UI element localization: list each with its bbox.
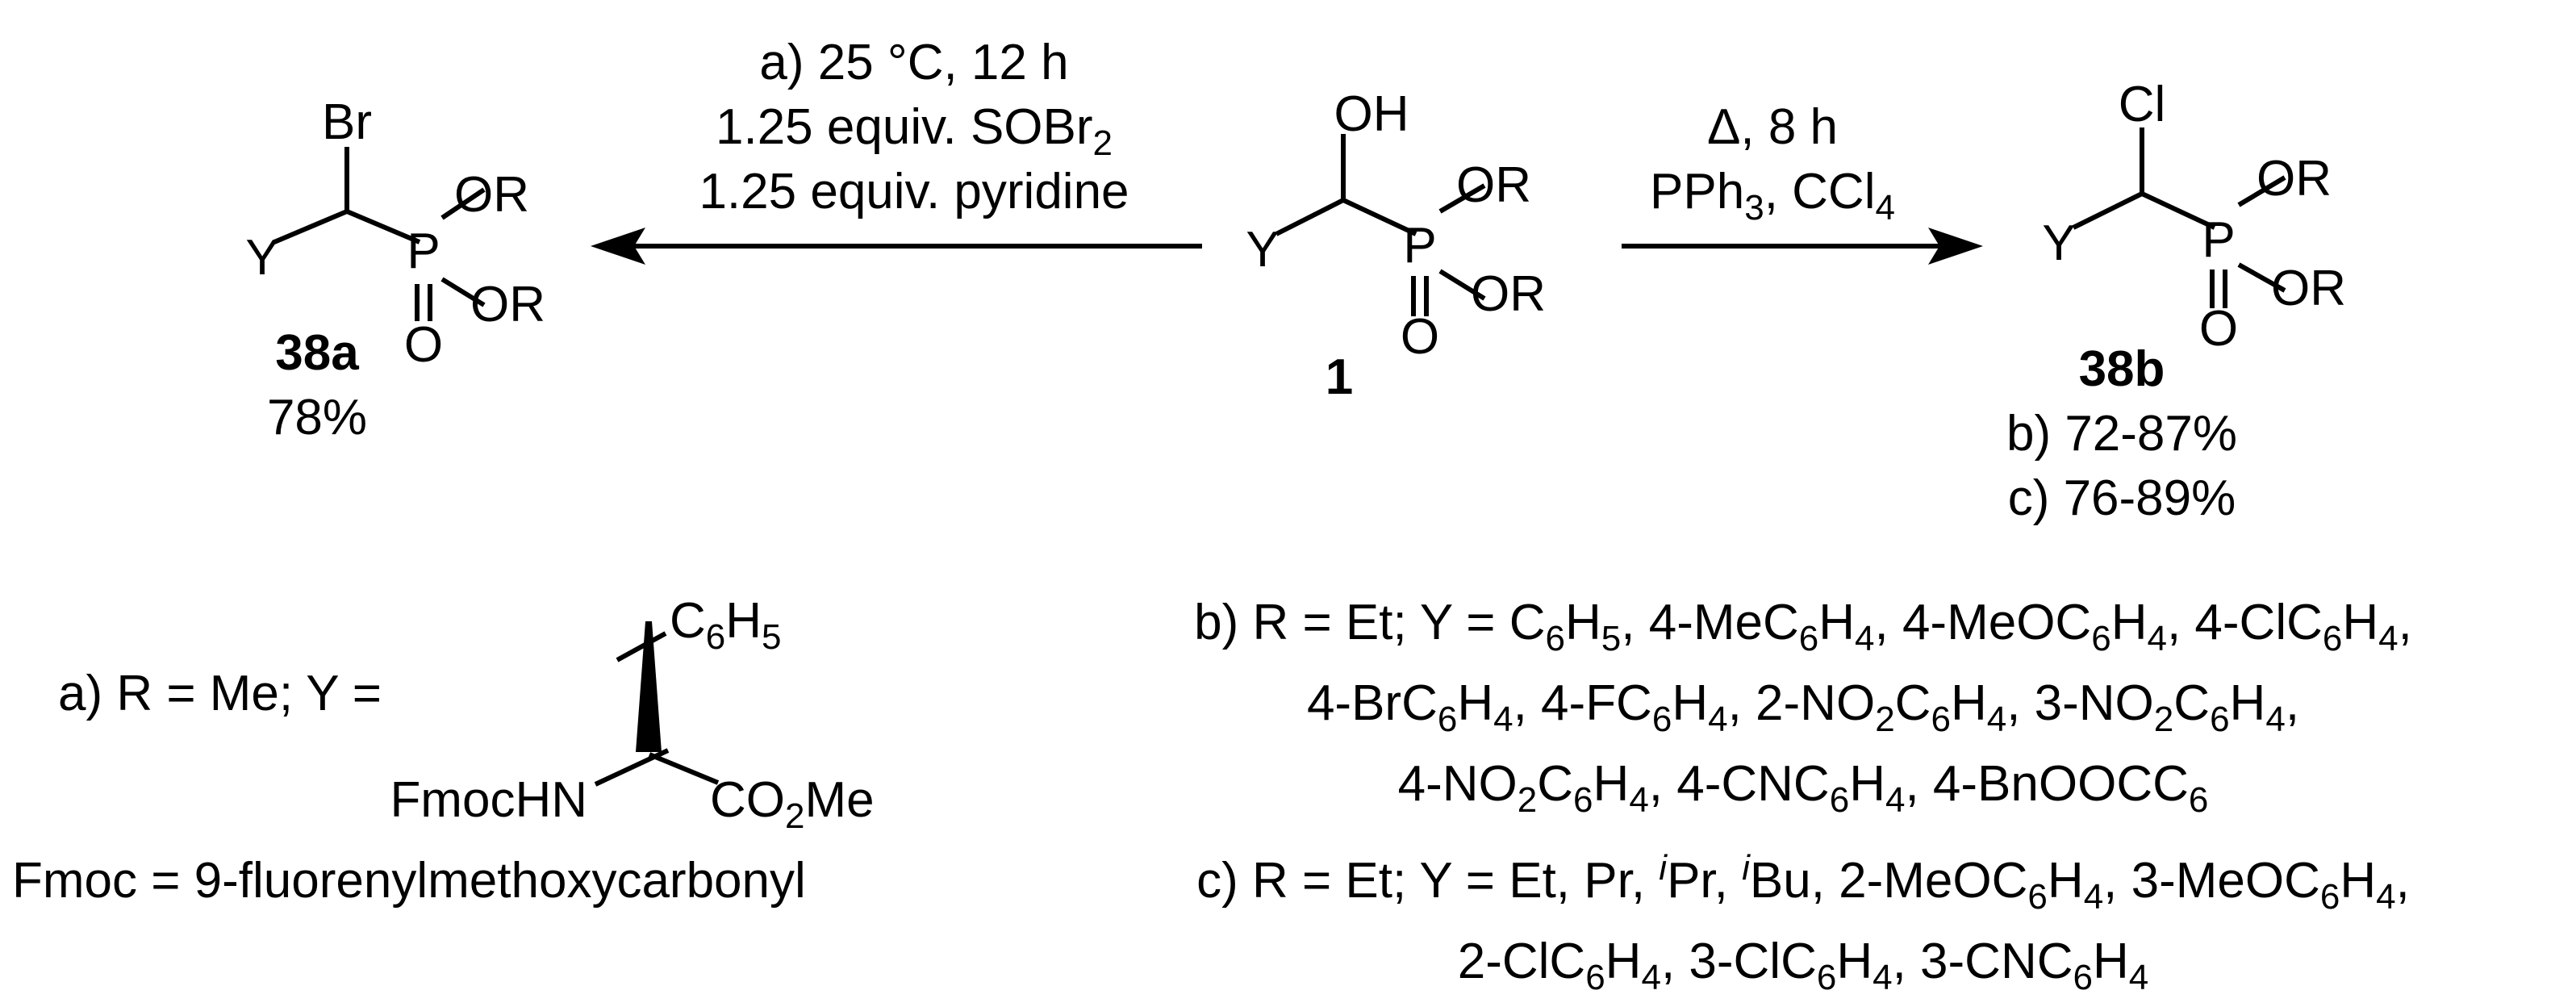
compound-label-1: 1 (1326, 349, 1353, 405)
definition-a-text: a) R = Me; Y = (58, 666, 382, 721)
y-atom: Y (1246, 222, 1279, 278)
y-atom: Y (2042, 215, 2075, 271)
oxo-atom: O (404, 317, 443, 373)
reaction-a-line3: 1.25 equiv. pyridine (699, 164, 1129, 219)
definition-b-line3: 4-NO2C6H4, 4-CNC6H4, 4-BnOOCC6 (1398, 756, 2209, 820)
or-top: OR (454, 167, 529, 223)
or-bottom: OR (1471, 266, 1546, 322)
phosphorus-atom: P (407, 224, 440, 279)
definition-b-line2: 4-BrC6H4, 4-FC6H4, 2-NO2C6H4, 3-NO2C6H4, (1307, 675, 2299, 739)
fmoc-definition: Fmoc = 9-fluorenylmethoxycarbonyl (12, 853, 806, 909)
fmoc-amine: FmocHN (390, 772, 587, 828)
yield-38a: 78% (267, 390, 367, 445)
halogen-br: Br (322, 94, 372, 150)
phosphorus-atom: P (2202, 212, 2235, 268)
arrow-to-38b (1622, 228, 1983, 265)
compound-1: OH Y P OR OR O 1 (1246, 86, 1546, 405)
compound-label-38b: 38b (2079, 341, 2165, 397)
reaction-bc-line1: Δ, 8 h (1707, 99, 1838, 155)
yield-38b-c: c) 76-89% (2008, 470, 2236, 526)
yield-38b-b: b) 72-87% (2006, 406, 2237, 462)
compound-38a: Br Y P OR OR O 38a 78% (245, 94, 545, 445)
methyl-ester: CO2Me (710, 772, 875, 836)
or-bottom: OR (2271, 261, 2346, 316)
phenyl-group: C6H5 (670, 593, 782, 657)
or-top: OR (1456, 157, 1531, 213)
definition-c-line2: 2-ClC6H4, 3-ClC6H4, 3-CNC6H4 (1458, 934, 2149, 997)
wedge-bond (636, 621, 662, 752)
halogen-cl: Cl (2119, 77, 2166, 132)
compound-38b: Cl Y P OR OR O 38b b) 72-87% c) 76-89% (2006, 77, 2346, 526)
oxo-atom: O (2199, 301, 2238, 357)
arrow-to-38a (591, 228, 1202, 265)
reaction-a-line2: 1.25 equiv. SOBr2 (716, 99, 1113, 163)
definition-a: a) R = Me; Y = C6H5 FmocHN CO2Me Fmoc = … (12, 593, 875, 909)
oxo-atom: O (1401, 309, 1439, 365)
reaction-a-conditions: a) 25 °C, 12 h 1.25 equiv. SOBr2 1.25 eq… (699, 35, 1129, 219)
or-top: OR (2257, 151, 2332, 207)
definition-b: b) R = Et; Y = C6H5, 4-MeC6H4, 4-MeOC6H4… (1194, 595, 2412, 820)
definition-b-line1: b) R = Et; Y = C6H5, 4-MeC6H4, 4-MeOC6H4… (1194, 595, 2412, 658)
definition-c-line1: c) R = Et; Y = Et, Pr, iPr, iBu, 2-MeOC6… (1196, 848, 2410, 917)
phosphorus-atom: P (1403, 218, 1436, 274)
compound-label-38a: 38a (275, 325, 359, 381)
or-bottom: OR (470, 277, 545, 332)
y-atom: Y (245, 230, 278, 286)
definition-c: c) R = Et; Y = Et, Pr, iPr, iBu, 2-MeOC6… (1196, 848, 2410, 997)
hydroxyl-group: OH (1334, 86, 1409, 142)
reaction-a-line1: a) 25 °C, 12 h (759, 35, 1068, 90)
reaction-bc-line2: PPh3, CCl4 (1650, 164, 1895, 228)
reaction-bc-conditions: Δ, 8 h PPh3, CCl4 (1650, 99, 1895, 228)
